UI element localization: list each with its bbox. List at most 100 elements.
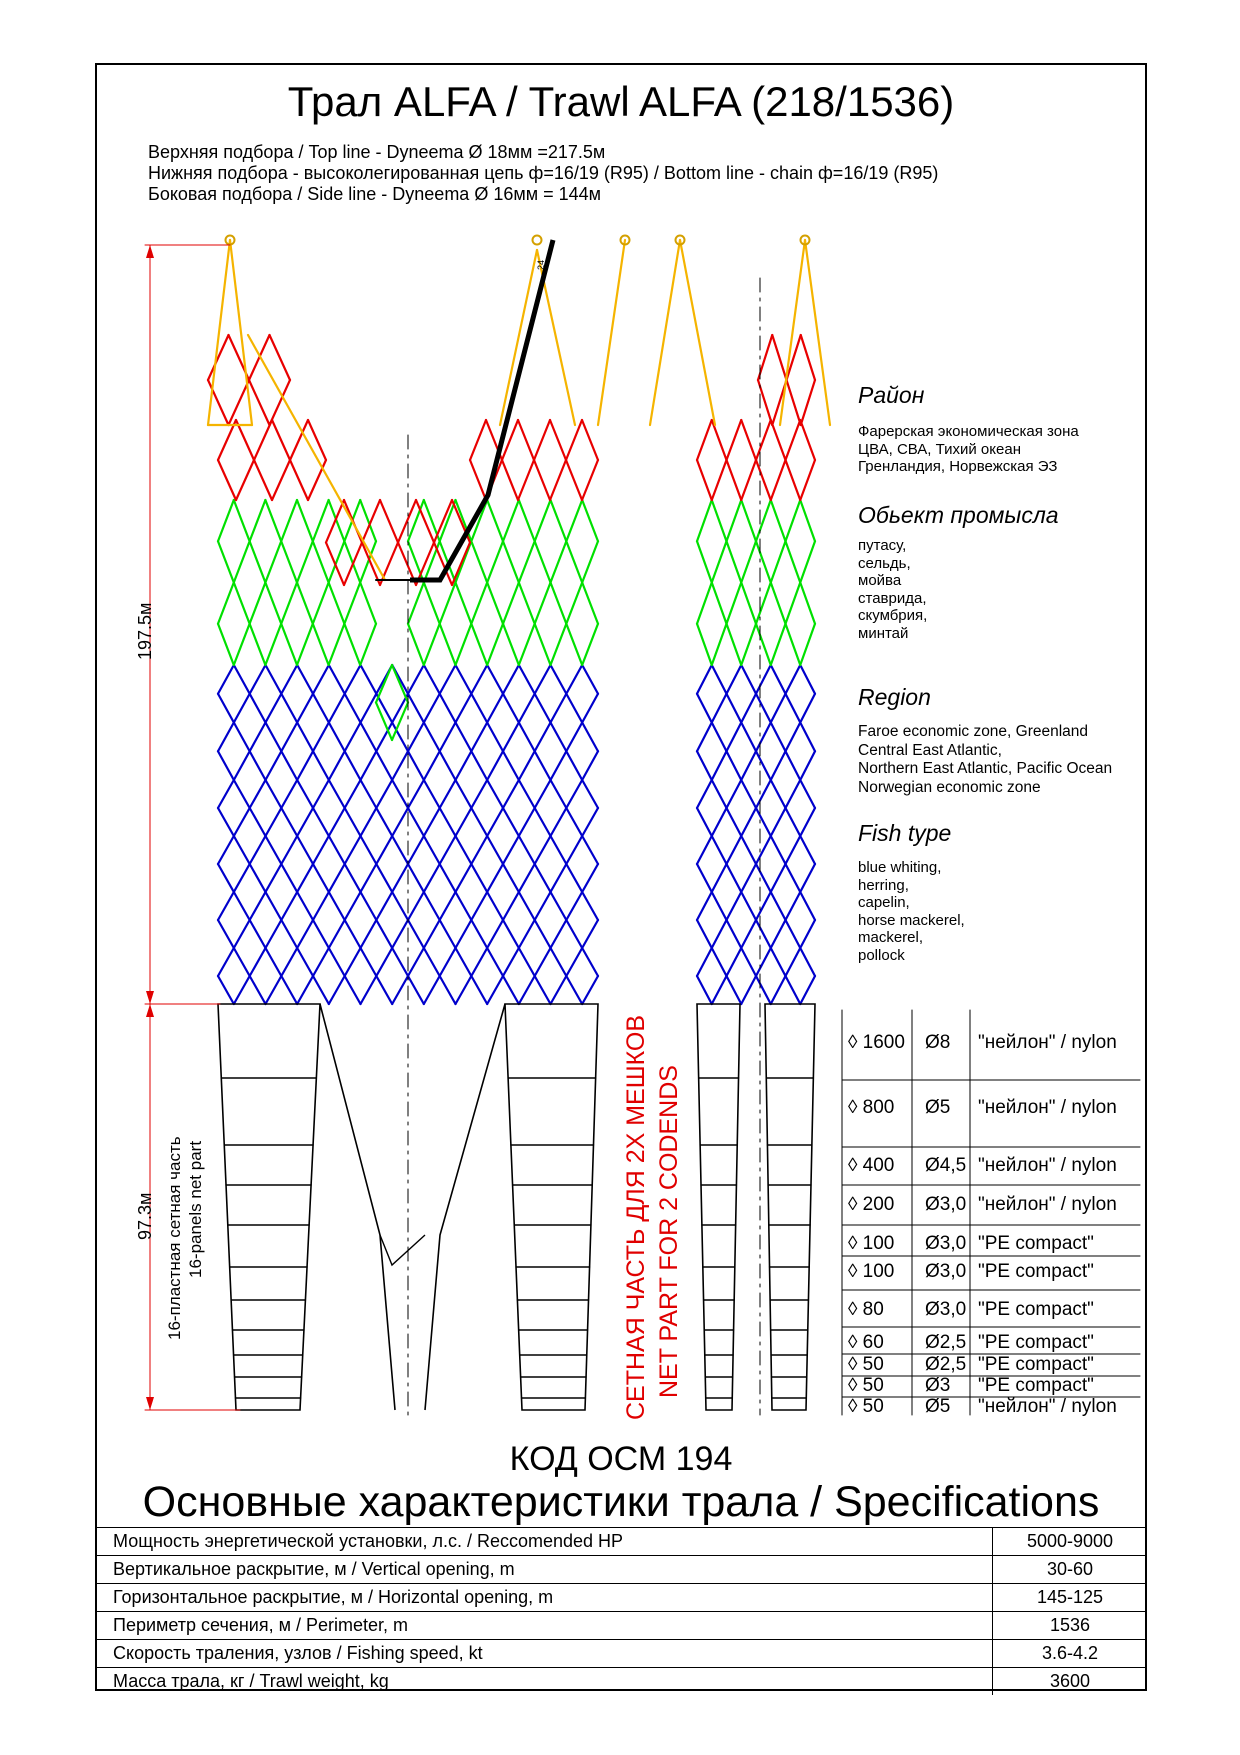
codend-panel xyxy=(319,1003,396,1411)
blue-mesh xyxy=(517,862,536,894)
blue-mesh xyxy=(501,834,520,866)
blue-mesh xyxy=(264,974,283,1006)
blue-mesh xyxy=(391,750,410,782)
blue-mesh xyxy=(375,692,394,724)
product-code: КОД ОСМ 194 xyxy=(509,1440,733,1478)
blue-mesh xyxy=(754,806,772,838)
blue-mesh xyxy=(359,778,378,810)
blue-mesh xyxy=(769,692,787,724)
blue-mesh xyxy=(549,692,568,724)
blue-mesh xyxy=(517,974,536,1006)
blue-mesh xyxy=(565,862,584,894)
list-item: herring, xyxy=(858,876,909,894)
blue-mesh xyxy=(740,692,758,724)
green-mesh xyxy=(359,622,378,667)
blue-mesh xyxy=(311,806,330,838)
list-item: путасу, xyxy=(858,537,907,554)
blue-mesh xyxy=(296,946,315,978)
blue-mesh xyxy=(454,918,473,950)
blue-mesh xyxy=(740,834,758,866)
blue-mesh xyxy=(695,862,713,894)
blue-mesh xyxy=(232,890,251,922)
blue-mesh xyxy=(264,946,283,978)
green-mesh xyxy=(232,498,251,543)
blue-mesh xyxy=(695,721,713,753)
green-mesh xyxy=(533,540,552,584)
green-mesh xyxy=(248,581,267,625)
thread-diameter: Ø2,5 xyxy=(925,1354,967,1375)
green-mesh xyxy=(740,540,758,584)
blue-mesh xyxy=(725,750,743,782)
green-mesh xyxy=(581,498,600,543)
blue-mesh xyxy=(359,890,378,922)
blue-mesh xyxy=(454,778,473,810)
red-mesh xyxy=(725,418,743,462)
blue-mesh xyxy=(784,946,802,978)
blue-mesh xyxy=(740,918,758,950)
spec-label: Масса трала, кг / Trawl weight, kg xyxy=(95,1667,993,1695)
blue-mesh xyxy=(754,918,772,950)
blue-mesh xyxy=(359,750,378,782)
red-mesh xyxy=(360,498,382,544)
spec-value: 5000-9000 xyxy=(992,1527,1147,1556)
panel-label-ru: 16-пластная сетная часть xyxy=(165,1136,184,1340)
codend-panel xyxy=(424,1003,506,1411)
codend-panel xyxy=(379,1234,426,1267)
green-mesh xyxy=(216,540,235,584)
blue-mesh xyxy=(784,721,802,753)
green-mesh xyxy=(799,498,817,543)
list-item: pollock xyxy=(858,946,905,964)
red-mesh xyxy=(414,498,436,544)
red-mesh xyxy=(360,541,382,587)
blue-mesh xyxy=(359,862,378,894)
blue-mesh xyxy=(438,862,457,894)
blue-mesh xyxy=(422,806,441,838)
blue-mesh xyxy=(517,692,536,724)
red-mesh xyxy=(754,418,772,462)
blue-mesh xyxy=(391,778,410,810)
blue-mesh xyxy=(581,974,600,1006)
red-mesh xyxy=(396,498,418,544)
blue-mesh xyxy=(565,692,584,724)
red-mesh xyxy=(500,458,520,502)
top-line xyxy=(678,238,717,427)
green-mesh xyxy=(438,622,457,667)
rigging-lines: Верхняя подбора / Top line - Dyneema Ø 1… xyxy=(148,142,938,205)
blue-mesh xyxy=(799,890,817,922)
blue-mesh xyxy=(486,834,505,866)
green-mesh xyxy=(565,581,584,625)
green-mesh xyxy=(264,622,283,667)
green-mesh xyxy=(784,540,802,584)
blue-mesh xyxy=(280,834,299,866)
blue-mesh xyxy=(769,778,787,810)
thread-diameter: Ø3,0 xyxy=(925,1261,967,1282)
blue-mesh xyxy=(549,806,568,838)
blue-mesh xyxy=(517,778,536,810)
blue-mesh xyxy=(375,750,394,782)
blue-mesh xyxy=(754,974,772,1006)
blue-mesh xyxy=(343,692,362,724)
blue-mesh xyxy=(695,806,713,838)
blue-mesh xyxy=(391,946,410,978)
blue-mesh xyxy=(406,778,425,810)
top-line xyxy=(246,333,387,582)
red-mesh xyxy=(247,378,271,427)
blue-mesh xyxy=(454,806,473,838)
green-mesh xyxy=(710,622,728,667)
blue-mesh xyxy=(327,692,346,724)
blue-mesh xyxy=(581,918,600,950)
blue-mesh xyxy=(311,692,330,724)
green-mesh xyxy=(280,498,299,543)
blue-mesh xyxy=(517,918,536,950)
blue-mesh xyxy=(740,663,758,695)
codend-panel xyxy=(696,1003,741,1411)
mesh-size: ◊ 800 xyxy=(848,1097,895,1118)
green-mesh xyxy=(264,498,283,543)
blue-mesh xyxy=(343,663,362,695)
blue-mesh xyxy=(695,918,713,950)
green-mesh xyxy=(581,622,600,667)
green-mesh xyxy=(232,581,251,625)
blue-mesh xyxy=(549,750,568,782)
blue-mesh xyxy=(343,974,362,1006)
blue-mesh xyxy=(710,946,728,978)
